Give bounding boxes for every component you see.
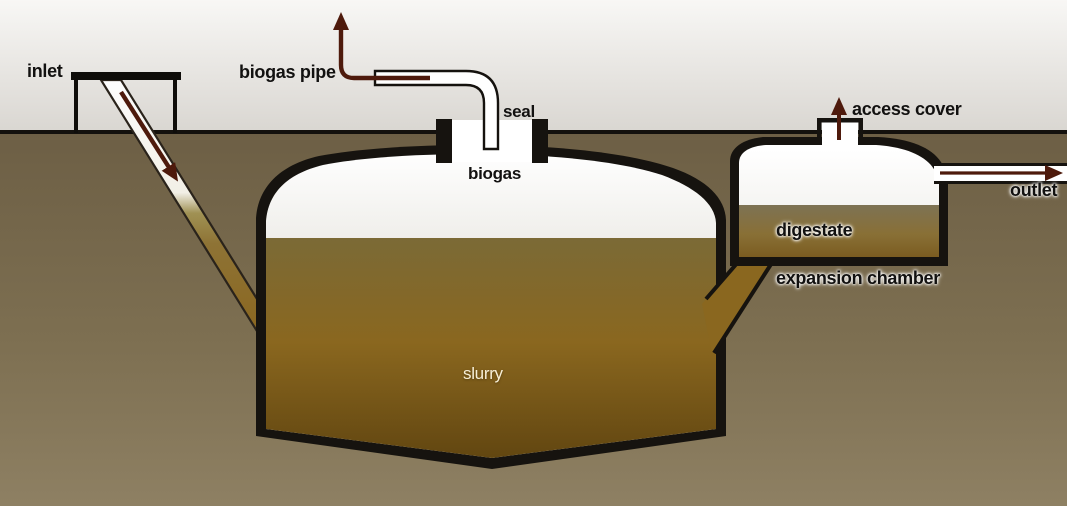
inlet-top-bar	[71, 72, 181, 80]
access-port-right	[858, 118, 863, 139]
channel-lower-wall	[712, 256, 777, 355]
digestate-label: digestate	[776, 220, 853, 240]
biogas-flow-arrow-icon	[333, 12, 430, 81]
biogas-pipe-label: biogas pipe	[239, 62, 336, 82]
seal-label: seal	[503, 102, 535, 121]
outlet-label: outlet	[1010, 180, 1058, 200]
outlet-pipe-top-wall	[934, 163, 1067, 166]
inlet-left-leg	[74, 80, 78, 133]
slurry-fill	[266, 238, 716, 458]
inlet-flow-arrow-icon	[119, 90, 179, 182]
channel-fill	[702, 247, 774, 353]
neck-right-post	[532, 119, 548, 163]
digestate-fill	[739, 205, 939, 257]
outlet-pipe-bottom-wall	[934, 181, 1067, 184]
inlet-label: inlet	[27, 61, 63, 81]
expansion-chamber-label: expansion chamber	[776, 268, 940, 288]
inlet-opening	[71, 72, 181, 133]
slurry-label: slurry	[463, 364, 503, 383]
access-port-left	[817, 118, 822, 139]
inlet-right-leg	[173, 80, 177, 133]
biogas-label: biogas	[468, 164, 521, 183]
access-cover-label: access cover	[852, 99, 962, 119]
sky	[0, 0, 1067, 133]
neck-left-post	[436, 119, 452, 163]
